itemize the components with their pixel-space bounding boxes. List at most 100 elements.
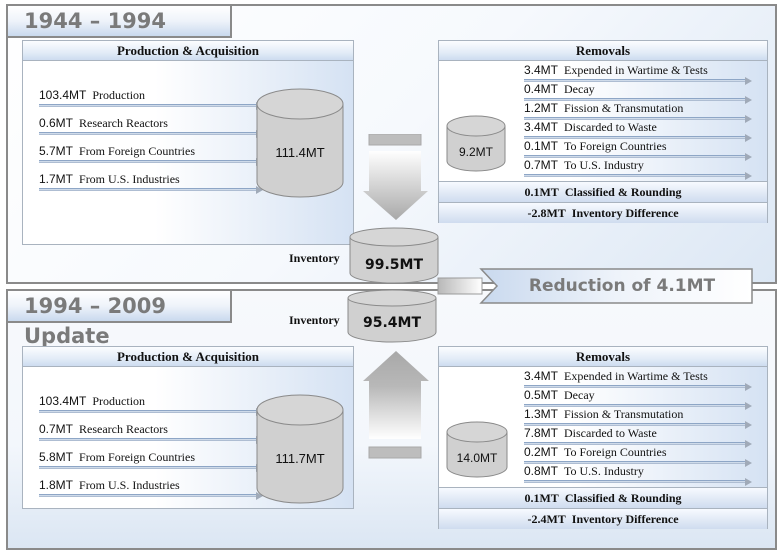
right-arrow-icon: [524, 421, 752, 429]
footer-label: Inventory Difference: [571, 512, 679, 526]
item-label: Research Reactors: [79, 116, 168, 130]
production-acquisition-panel: Production & Acquisition 103.4MT Producti…: [22, 40, 354, 245]
period-1944-1994-frame: 1944 – 1994 Update Production & Acquisit…: [6, 4, 777, 284]
right-arrow-icon: [39, 130, 263, 138]
cylinder-value: 14.0MT: [456, 451, 498, 465]
right-arrow-icon: [39, 186, 263, 194]
item-value: 0.5MT: [524, 388, 559, 402]
panel-heading: Production & Acquisition: [23, 347, 353, 367]
item-value: 0.7MT: [39, 422, 74, 436]
removal-item: 0.2MT To Foreign Countries: [524, 445, 769, 467]
right-arrow-icon: [524, 96, 752, 104]
inventory-cylinder: 99.5MT: [349, 227, 439, 285]
item-value: 1.7MT: [39, 172, 74, 186]
footer-label: Classified & Rounding: [564, 491, 682, 505]
cylinder-icon: [256, 394, 344, 504]
period-title: 1944 – 1994 Update: [6, 4, 232, 63]
item-label: Fission & Transmutation: [564, 407, 684, 421]
item-value: 103.4MT: [39, 394, 87, 408]
right-arrow-icon: [524, 402, 752, 410]
inventory-label: Inventory: [289, 313, 340, 327]
right-arrow-icon: [524, 478, 752, 486]
right-arrow-icon: [524, 172, 752, 180]
classified-rounding-row: 0.1MT Classified & Rounding: [439, 181, 767, 202]
inventory-difference-row: -2.8MT Inventory Difference: [439, 202, 767, 223]
item-value: 0.7MT: [524, 158, 559, 172]
cylinder-icon: [256, 88, 344, 198]
footer-value: 0.1MT: [524, 491, 559, 505]
input-item: 103.4MT Production: [39, 88, 263, 110]
footer-value: -2.8MT: [527, 206, 566, 220]
item-value: 0.2MT: [524, 445, 559, 459]
production-total-cylinder: 111.7MT: [256, 394, 344, 504]
item-label: Fission & Transmutation: [564, 101, 684, 115]
cylinder-value: 111.7MT: [275, 451, 325, 466]
panel-heading: Production & Acquisition: [23, 41, 353, 61]
right-arrow-icon: [524, 134, 752, 142]
removals-total-cylinder: 9.2MT: [446, 115, 506, 175]
classified-rounding-row: 0.1MT Classified & Rounding: [439, 487, 767, 508]
right-arrow-icon: [39, 492, 263, 500]
item-value: 1.3MT: [524, 407, 559, 421]
right-arrow-icon: [39, 436, 263, 444]
footer-label: Classified & Rounding: [564, 185, 682, 199]
inventory-value: 95.4MT: [362, 315, 422, 331]
item-value: 3.4MT: [524, 120, 559, 134]
right-block-arrow-icon: [437, 268, 753, 304]
item-value: 0.4MT: [524, 82, 559, 96]
item-value: 0.8MT: [524, 464, 559, 478]
item-label: From U.S. Industries: [79, 478, 180, 492]
removal-item: 1.2MT Fission & Transmutation: [524, 101, 769, 123]
item-label: Discarded to Waste: [564, 120, 657, 134]
footer-value: 0.1MT: [524, 185, 559, 199]
item-value: 3.4MT: [524, 63, 559, 77]
right-arrow-icon: [524, 115, 752, 123]
item-label: From U.S. Industries: [79, 172, 180, 186]
item-label: To U.S. Industry: [564, 464, 644, 478]
item-label: To U.S. Industry: [564, 158, 644, 172]
removal-item: 3.4MT Discarded to Waste: [524, 120, 769, 142]
removals-total-cylinder: 14.0MT: [446, 421, 508, 481]
removal-item: 1.3MT Fission & Transmutation: [524, 407, 769, 429]
item-label: Production: [92, 394, 146, 408]
right-arrow-icon: [524, 440, 752, 448]
input-item: 1.7MT From U.S. Industries: [39, 172, 263, 194]
inventory-value: 99.5MT: [364, 257, 424, 273]
footer-value: -2.4MT: [527, 512, 566, 526]
item-value: 103.4MT: [39, 88, 87, 102]
footer-label: Inventory Difference: [571, 206, 679, 220]
inventory-label: Inventory: [289, 251, 340, 265]
item-label: To Foreign Countries: [564, 445, 667, 459]
item-value: 7.8MT: [524, 426, 559, 440]
reduction-callout: Reduction of 4.1MT: [437, 268, 753, 304]
right-arrow-icon: [524, 459, 752, 467]
right-arrow-icon: [524, 77, 752, 85]
up-arrow-icon: [363, 351, 429, 459]
right-arrow-icon: [39, 464, 263, 472]
cylinder-value: 9.2MT: [458, 145, 493, 159]
item-label: Production: [92, 88, 146, 102]
item-value: 1.2MT: [524, 101, 559, 115]
input-item: 103.4MT Production: [39, 394, 263, 416]
inventory-cylinder: 95.4MT: [347, 289, 437, 343]
item-label: From Foreign Countries: [79, 450, 196, 464]
panel-heading: Removals: [439, 347, 767, 367]
cylinder-icon: [446, 115, 506, 172]
cylinder-icon: [347, 289, 437, 343]
cylinder-icon: [446, 421, 508, 478]
right-arrow-icon: [39, 408, 263, 416]
right-arrow-icon: [524, 383, 752, 391]
item-label: To Foreign Countries: [564, 139, 667, 153]
